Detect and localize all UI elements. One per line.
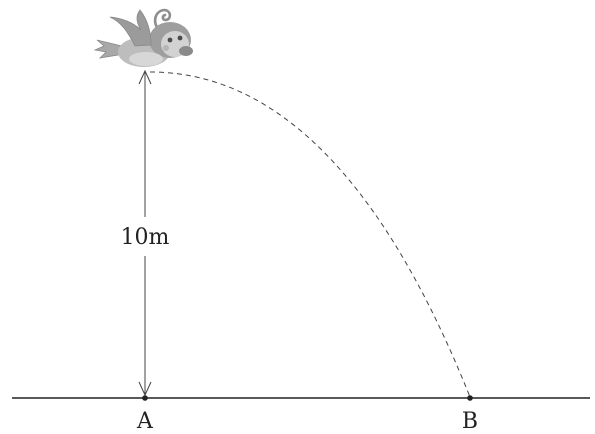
bird-crest — [153, 8, 172, 32]
height-label: 10m — [121, 225, 170, 250]
bird-wing — [109, 9, 152, 47]
point-a-label: A — [136, 409, 154, 434]
arrow-down-icon — [138, 381, 152, 397]
bird-eye-left — [167, 37, 173, 43]
arrow-up-icon — [138, 69, 152, 85]
height-dimension: 10m — [121, 69, 170, 397]
point-b-dot — [467, 395, 473, 401]
bird-belly — [129, 52, 163, 66]
bird-icon — [93, 8, 193, 67]
trajectory-path — [149, 71, 471, 398]
bird-eye-right — [177, 35, 183, 41]
bird-beak — [179, 46, 193, 56]
point-b-label: B — [462, 409, 478, 434]
bird-cheek — [163, 45, 169, 51]
point-a-dot — [142, 395, 148, 401]
